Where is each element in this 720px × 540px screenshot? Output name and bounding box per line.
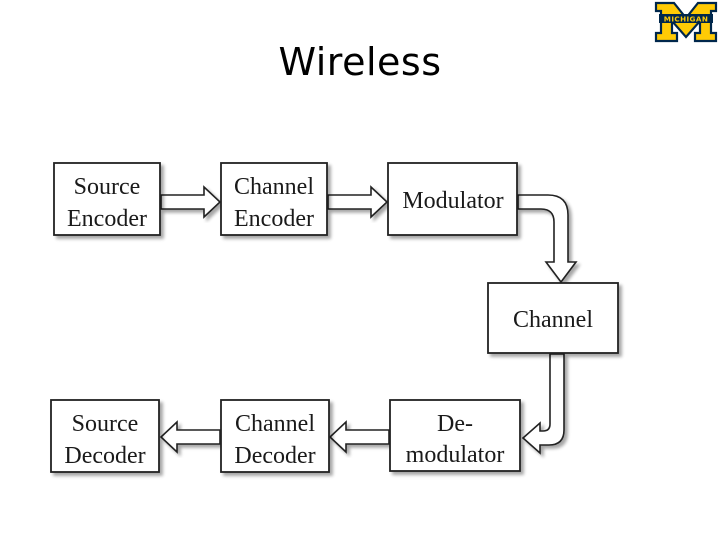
block-source-decoder xyxy=(50,399,160,473)
arrow-source-to-channel-encoder xyxy=(160,185,222,219)
block-demodulator xyxy=(389,399,521,472)
channel-decoder-line1: Channel xyxy=(235,411,315,437)
source-decoder-line2: Decoder xyxy=(64,443,145,469)
channel-encoder-line2: Encoder xyxy=(234,206,314,232)
block-source-encoder xyxy=(53,162,161,236)
arrow-channel-decoder-to-source-decoder xyxy=(159,420,221,454)
demodulator-line1: De- xyxy=(437,411,473,437)
block-modulator xyxy=(387,162,518,236)
source-encoder-line2: Encoder xyxy=(67,206,147,232)
source-encoder-line1: Source xyxy=(74,174,141,200)
channel-decoder-line2: Decoder xyxy=(234,443,315,469)
arrow-channel-to-demodulator xyxy=(521,353,565,455)
block-channel-decoder xyxy=(220,399,330,473)
arrow-encoder-to-modulator xyxy=(327,185,389,219)
source-decoder-line1: Source xyxy=(72,411,139,437)
channel-encoder-line1: Channel xyxy=(234,174,314,200)
block-channel xyxy=(487,282,619,354)
block-channel-encoder xyxy=(220,162,328,236)
channel-label: Channel xyxy=(513,307,593,333)
svg-text:MICHIGAN: MICHIGAN xyxy=(664,15,708,24)
modulator-label: Modulator xyxy=(402,188,503,214)
arrow-modulator-to-channel xyxy=(517,194,578,284)
michigan-logo-icon: MICHIGAN xyxy=(654,1,718,43)
demodulator-line2: modulator xyxy=(406,442,505,468)
slide-title: Wireless xyxy=(278,40,442,84)
arrow-demodulator-to-channel-decoder xyxy=(328,420,390,454)
